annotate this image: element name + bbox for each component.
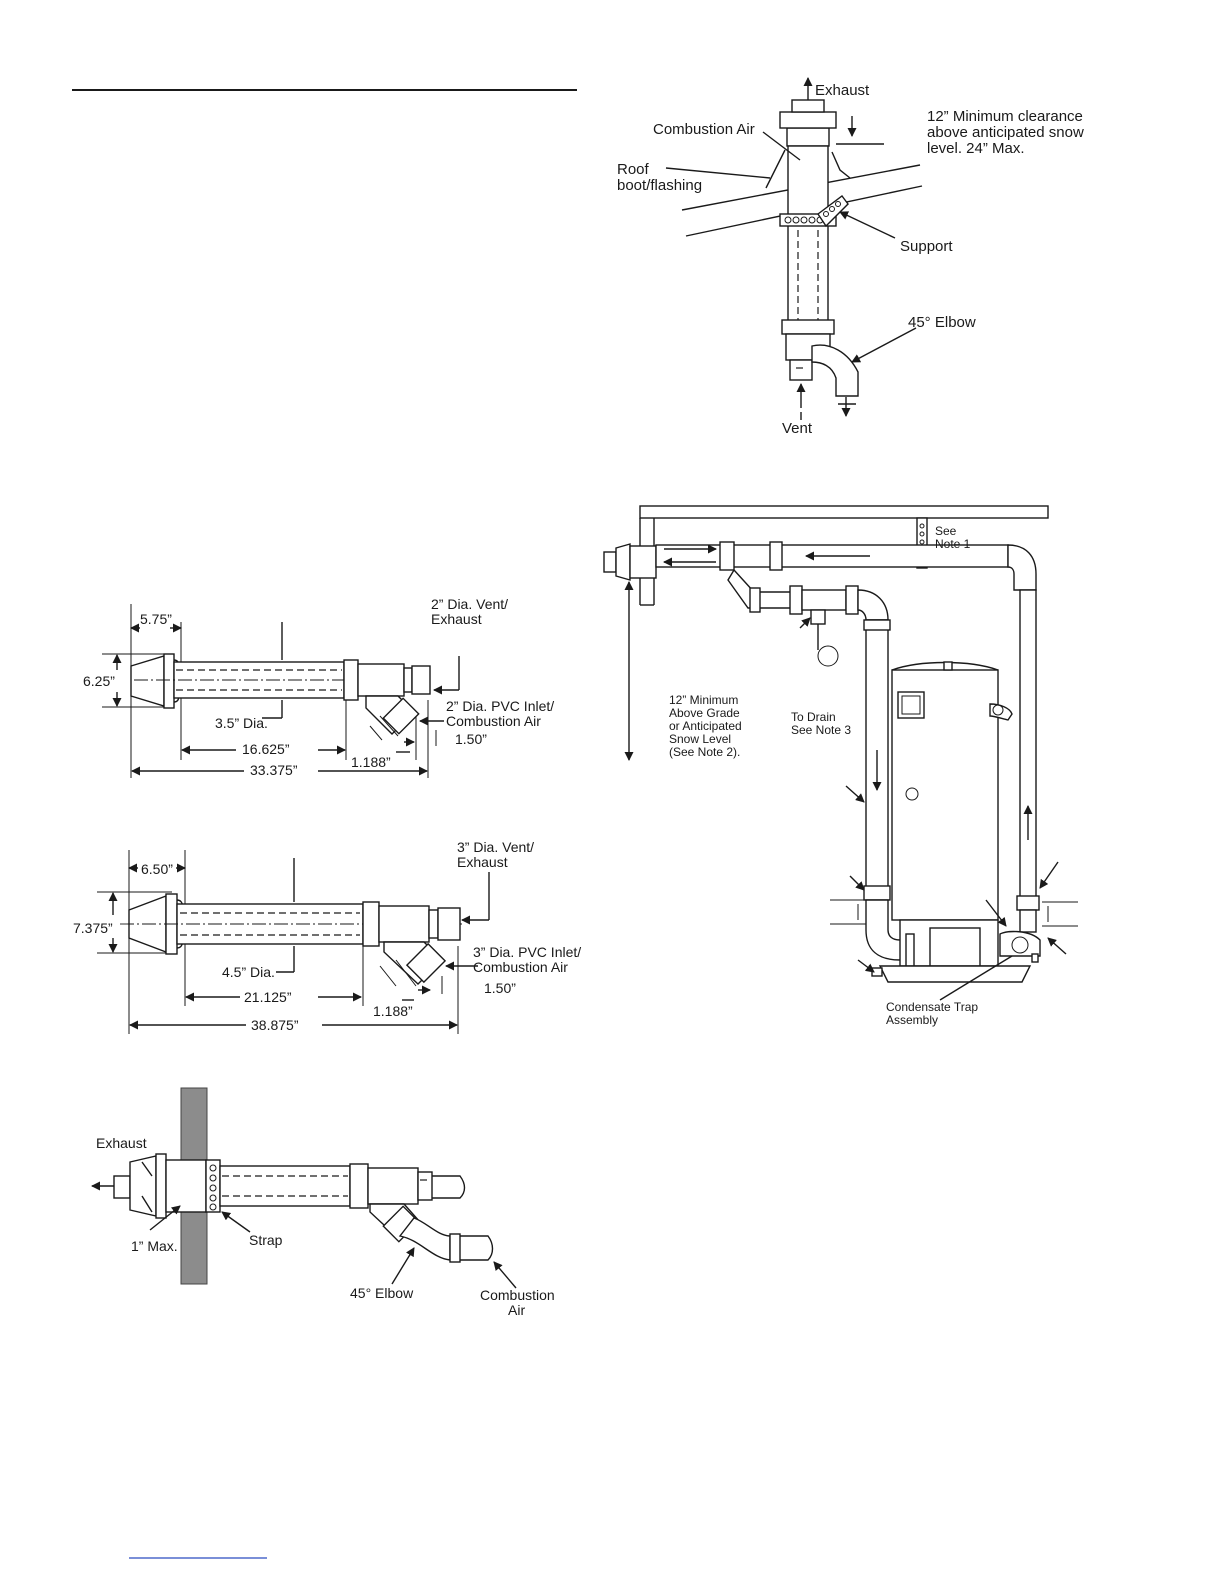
condensate-trap-line-2: Assembly xyxy=(886,1013,938,1027)
kit2-vent-line-1: 2” Dia. Vent/ xyxy=(431,596,508,612)
kit3-inlet-line-2: Combustion Air xyxy=(473,959,568,975)
strap-label: Strap xyxy=(249,1232,283,1248)
condensate-trap-line-1: Condensate Trap xyxy=(886,1000,978,1014)
support-label: Support xyxy=(900,238,953,255)
kit2-150-label: 1.50” xyxy=(455,731,487,747)
clearance-line-2: above anticipated snow xyxy=(927,124,1084,141)
see-note-1-line-2: Note 1 xyxy=(935,537,971,551)
kit3-dia-label: 4.5” Dia. xyxy=(222,964,275,980)
roof-label-1: Roof xyxy=(617,161,650,178)
kit2-inlet-line-1: 2” Dia. PVC Inlet/ xyxy=(446,698,554,714)
minimum-line-1: 12” Minimum xyxy=(669,693,738,707)
kit3-inlet-line-1: 3” Dia. PVC Inlet/ xyxy=(473,944,581,960)
kit2-1188-label: 1.188” xyxy=(351,754,391,770)
concentric-kit-2in-figure xyxy=(102,604,460,778)
kit3-vent-line-2: Exhaust xyxy=(457,854,508,870)
kit2-dia-label: 3.5” Dia. xyxy=(215,715,268,731)
minimum-line-3: or Anticipated xyxy=(669,719,742,733)
vent-label: Vent xyxy=(782,420,813,437)
roof-elbow-label: 45° Elbow xyxy=(908,314,976,331)
wall-exhaust-label: Exhaust xyxy=(96,1135,147,1151)
kit3-21125-label: 21.125” xyxy=(244,989,292,1005)
wall-air-line-2: Air xyxy=(508,1302,525,1318)
kit2-33375-label: 33.375” xyxy=(250,762,298,778)
wall-max-label: 1” Max. xyxy=(131,1238,178,1254)
concentric-kit-3in-figure xyxy=(97,850,490,1034)
kit3-7375-label: 7.375” xyxy=(73,920,113,936)
kit2-16625-label: 16.625” xyxy=(242,741,290,757)
roof-vent-figure xyxy=(665,77,923,420)
roof-label-2: boot/flashing xyxy=(617,177,702,194)
clearance-line-3: level. 24” Max. xyxy=(927,140,1025,157)
kit3-vent-line-1: 3” Dia. Vent/ xyxy=(457,839,534,855)
minimum-line-5: (See Note 2). xyxy=(669,745,740,759)
roof-exhaust-label: Exhaust xyxy=(815,82,870,99)
roof-combustion-air-label: Combustion Air xyxy=(653,121,755,138)
kit3-1188-label: 1.188” xyxy=(373,1003,413,1019)
see-note-1-line-1: See xyxy=(935,524,957,538)
sidewall-install-figure xyxy=(603,505,1078,1001)
kit2-vent-line-2: Exhaust xyxy=(431,611,482,627)
to-drain-line-1: To Drain xyxy=(791,710,836,724)
wall-air-line-1: Combustion xyxy=(480,1287,555,1303)
wall-elbow-label: 45° Elbow xyxy=(350,1285,414,1301)
minimum-line-2: Above Grade xyxy=(669,706,740,720)
kit3-650-label: 6.50” xyxy=(141,861,173,877)
wall-termination-figure xyxy=(91,1087,517,1289)
to-drain-line-2: See Note 3 xyxy=(791,723,851,737)
kit2-575-label: 5.75” xyxy=(140,611,172,627)
minimum-line-4: Snow Level xyxy=(669,732,731,746)
kit2-inlet-line-2: Combustion Air xyxy=(446,713,541,729)
clearance-line-1: 12” Minimum clearance xyxy=(927,108,1083,125)
kit2-625-label: 6.25” xyxy=(83,673,115,689)
kit3-150-label: 1.50” xyxy=(484,980,516,996)
kit3-38875-label: 38.875” xyxy=(251,1017,299,1033)
